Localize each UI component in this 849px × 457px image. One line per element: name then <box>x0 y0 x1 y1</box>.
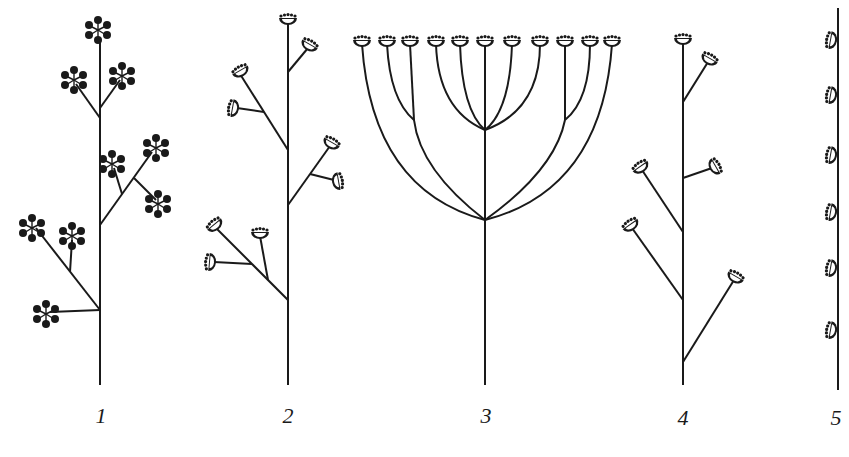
figure-5 <box>837 8 839 390</box>
figure-number: 3 <box>481 405 492 427</box>
figure-number: 5 <box>831 407 842 429</box>
figure-number: 2 <box>283 405 294 427</box>
figure-1-umbels <box>19 16 171 328</box>
figure-5-heads <box>824 30 839 340</box>
figure-3-heads <box>353 35 621 47</box>
figure-number: 1 <box>96 405 107 427</box>
figure-2-heads <box>203 13 345 272</box>
figure-2 <box>214 22 334 385</box>
figure-1 <box>36 38 156 385</box>
figure-3 <box>362 44 612 385</box>
figure-4-heads <box>620 33 747 287</box>
figure-4 <box>632 42 734 385</box>
figure-number: 4 <box>678 407 689 429</box>
